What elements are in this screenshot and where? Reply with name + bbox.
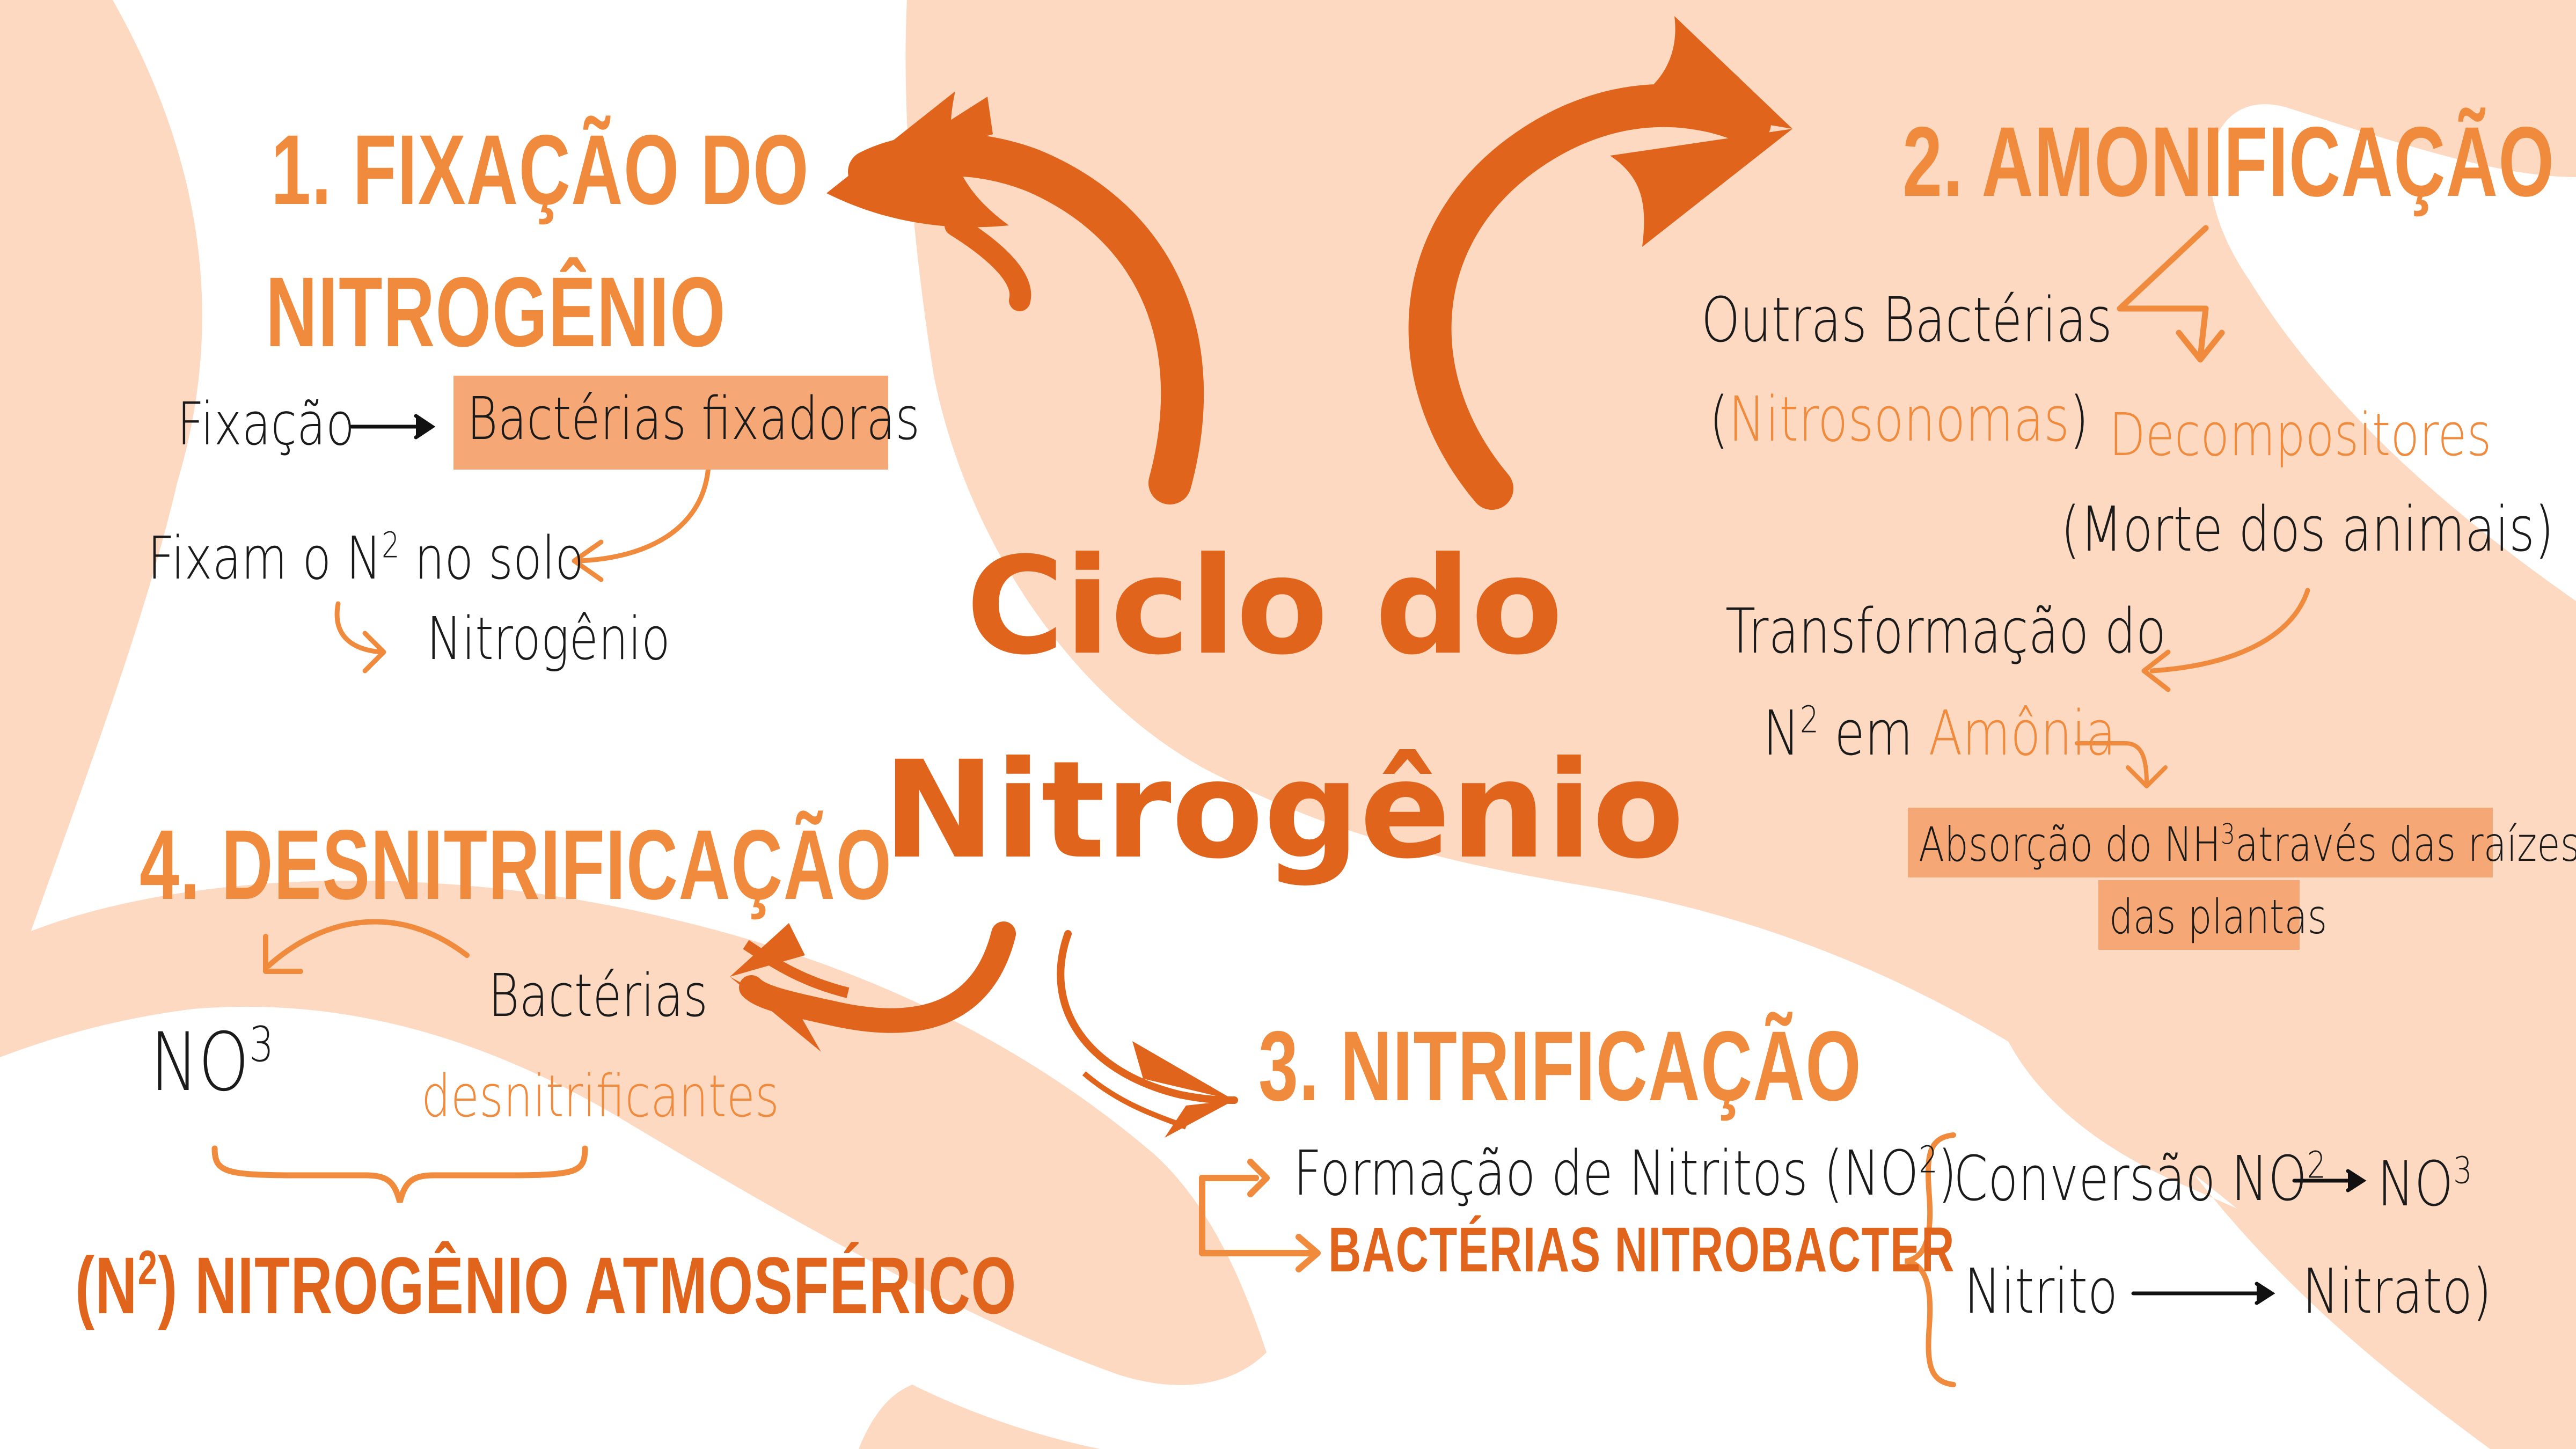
arrow-amonificacao-down	[2117, 225, 2225, 363]
step4-nitrogenio-atmosferico: (N2) NITROGÊNIO ATMOSFÉRICO	[75, 1240, 1017, 1330]
step1-nitrogenio: Nitrogênio	[427, 604, 670, 673]
step1-heading-line1: 1. FIXAÇÃO DO	[271, 115, 810, 225]
step2-outras-bacterias: Outras Bactérias	[1701, 284, 2112, 356]
step2-n2-em-amonia: N2 em Amônia	[1763, 698, 2116, 770]
arrow-bacterias-to-fixam	[577, 464, 711, 564]
arrowhead-transformacao	[2141, 649, 2171, 692]
arrow-nitrificacao-bracket	[1199, 1159, 1321, 1272]
arrow-nitrito-nitrato	[2131, 1282, 2275, 1305]
step3-formacao: Formação de Nitritos (NO2)	[1293, 1138, 1957, 1210]
arrow-conversao	[2292, 1169, 2367, 1192]
arrowhead-no3	[263, 934, 303, 974]
highlight-bacterias-fixadoras	[453, 376, 888, 470]
arrow-to-step3	[1057, 930, 1238, 1138]
title-line2: Nitrogênio	[883, 732, 1685, 888]
arrow-amonia-to-absorcao	[2075, 741, 2149, 786]
step1-heading-line2: NITROGÊNIO	[266, 257, 727, 368]
step2-das-plantas: das plantas	[2109, 889, 2328, 945]
step4-no3: NO3	[150, 1016, 274, 1109]
curly-brace-step3	[1905, 1132, 1956, 1387]
step2-decompositores: Decompositores	[2109, 400, 2492, 469]
step1-bacterias-fixadoras: Bactérias fixadoras	[467, 384, 920, 453]
arrow-fixacao-to-bacterias	[349, 414, 436, 440]
highlight-absorcao-line2	[2098, 880, 2300, 950]
arrow-to-nitrogenio	[334, 601, 384, 655]
step2-nitrosonomas: (Nitrosonomas)	[1709, 384, 2089, 456]
step2-transformacao: Transformação do	[1725, 596, 2167, 668]
step4-heading: 4. DESNITRIFICAÇÃO	[140, 810, 892, 920]
highlight-absorcao-line1	[1908, 808, 2493, 877]
step2-absorcao: Absorção do NH3através das raízes	[1919, 817, 2576, 872]
title-line1: Ciclo do	[966, 528, 1563, 684]
arrow-morte-to-transformacao	[2149, 588, 2310, 674]
step1-fixam: Fixam o N2 no solo	[148, 524, 584, 592]
step2-morte: (Morte dos animais)	[2061, 494, 2554, 566]
step4-bacterias: Bactérias	[488, 961, 708, 1030]
step3-nitrito: Nitrito	[1964, 1256, 2118, 1328]
arrowhead-fixam	[572, 539, 604, 582]
arrowhead-nitrogenio	[362, 631, 386, 674]
step3-no3: NO3	[2377, 1148, 2472, 1220]
step3-conversao: Conversão NO2	[1953, 1143, 2326, 1215]
arrowhead-absorcao	[2126, 765, 2168, 788]
step3-nitrobacter: BACTÉRIAS NITROBACTER	[1328, 1214, 1955, 1285]
arrow-bacterias-to-no3	[266, 919, 470, 969]
arrow-to-step1	[826, 91, 1204, 504]
step4-desnitrificantes: desnitrificantes	[421, 1063, 779, 1130]
step3-nitrato: Nitrato)	[2302, 1256, 2492, 1328]
step3-heading: 3. NITRIFICAÇÃO	[1258, 1011, 1862, 1122]
arrow-to-step2	[1408, 16, 1792, 510]
step2-heading: 2. AMONIFICAÇÃO	[1902, 107, 2555, 217]
curly-brace-step4	[211, 1145, 588, 1203]
arrow-to-step4	[730, 921, 1016, 1052]
step1-fixacao: Fixação	[177, 390, 355, 458]
